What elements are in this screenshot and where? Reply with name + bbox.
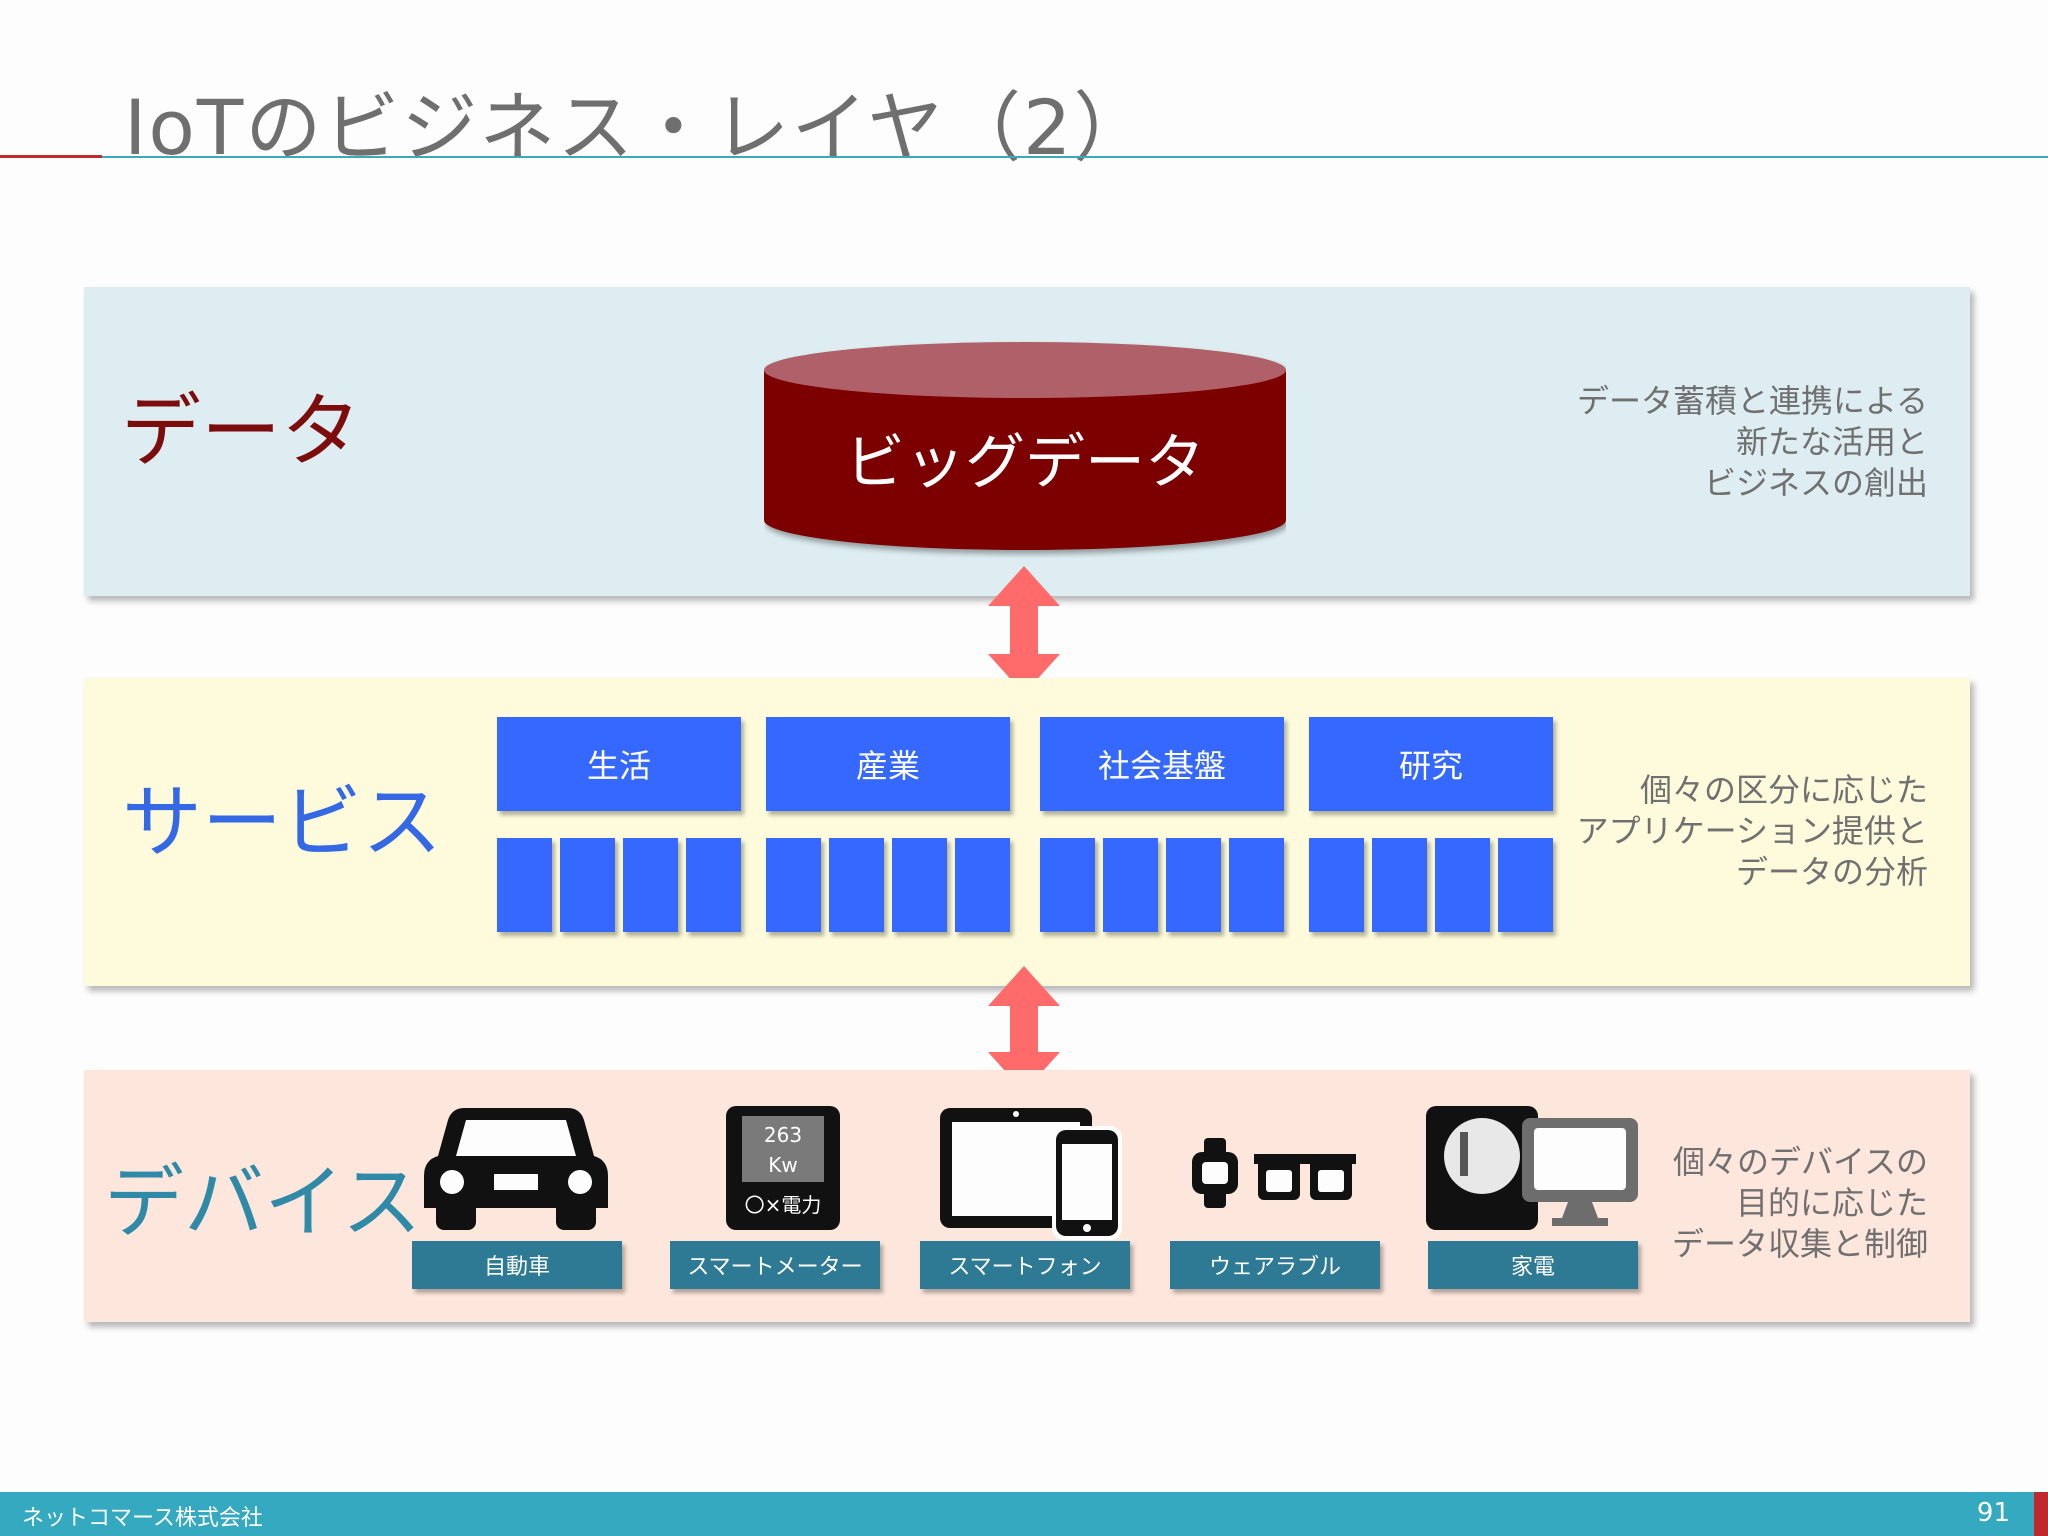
smart-meter-icon: 263 Kw 〇×電力 [726, 1106, 840, 1230]
device-label-wearable: ウェアラブル [1170, 1241, 1380, 1289]
bigdata-cylinder [764, 342, 1286, 550]
smartphone-icon [1052, 1126, 1122, 1240]
service-layer-label: サービス [122, 776, 442, 869]
meter-value: 263 [764, 1123, 802, 1147]
app-tile [955, 838, 1010, 932]
app-tile [623, 838, 678, 932]
watch-icon [1192, 1138, 1238, 1208]
service-category-life: 生活 [497, 717, 741, 811]
meter-caption: 〇×電力 [745, 1193, 822, 1217]
double-arrow-icon [988, 566, 1060, 694]
service-layer-description: 個々の区分に応じた アプリケーション提供と データの分析 [1576, 771, 1928, 891]
car-icon [424, 1108, 608, 1230]
app-tile [892, 838, 947, 932]
app-tile [1498, 838, 1553, 932]
double-arrow-icon [988, 966, 1060, 1092]
app-tile [1435, 838, 1490, 932]
bigdata-label: ビッグデータ [845, 428, 1205, 498]
app-tile [1040, 838, 1095, 932]
footer-company: ネットコマース株式会社 [22, 1506, 263, 1531]
device-label-appliance: 家電 [1428, 1241, 1638, 1289]
app-tile [1166, 838, 1221, 932]
device-label-smartphone: スマートフォン [920, 1241, 1130, 1289]
title-rule-accent [0, 155, 102, 158]
service-category-infrastructure: 社会基盤 [1040, 717, 1284, 811]
device-label-car: 自動車 [412, 1241, 622, 1289]
page-title: IoTのビジネス・レイヤ（2） [124, 83, 1152, 172]
footer-bar: ネットコマース株式会社 91 [0, 1492, 2048, 1536]
app-tile [829, 838, 884, 932]
service-category-research: 研究 [1309, 717, 1553, 811]
app-tile [1372, 838, 1427, 932]
meter-unit: Kw [768, 1153, 797, 1177]
device-layer-description: 個々のデバイスの 目的に応じた データ収集と制御 [1671, 1143, 1928, 1263]
service-layer-band: サービス 個々の区分に応じた アプリケーション提供と データの分析 [84, 678, 1970, 986]
data-layer-label: データ [121, 385, 361, 478]
footer-accent [2034, 1492, 2048, 1536]
app-tile [686, 838, 741, 932]
glasses-icon [1254, 1154, 1356, 1200]
device-label-smart-meter: スマートメーター [670, 1241, 880, 1289]
page-number: 91 [1976, 1498, 2010, 1528]
app-tile [1103, 838, 1158, 932]
app-tile [766, 838, 821, 932]
meter-appliance-icon [1426, 1106, 1538, 1230]
app-tile [1309, 838, 1364, 932]
app-tile [497, 838, 552, 932]
service-category-industry: 産業 [766, 717, 1010, 811]
device-layer-label: デバイス [104, 1156, 422, 1249]
monitor-icon [1522, 1118, 1638, 1226]
app-tile [1229, 838, 1284, 932]
app-tile [560, 838, 615, 932]
data-layer-description: データ蓄積と連携による 新たな活用と ビジネスの創出 [1576, 382, 1928, 502]
title-rule [102, 156, 2048, 158]
